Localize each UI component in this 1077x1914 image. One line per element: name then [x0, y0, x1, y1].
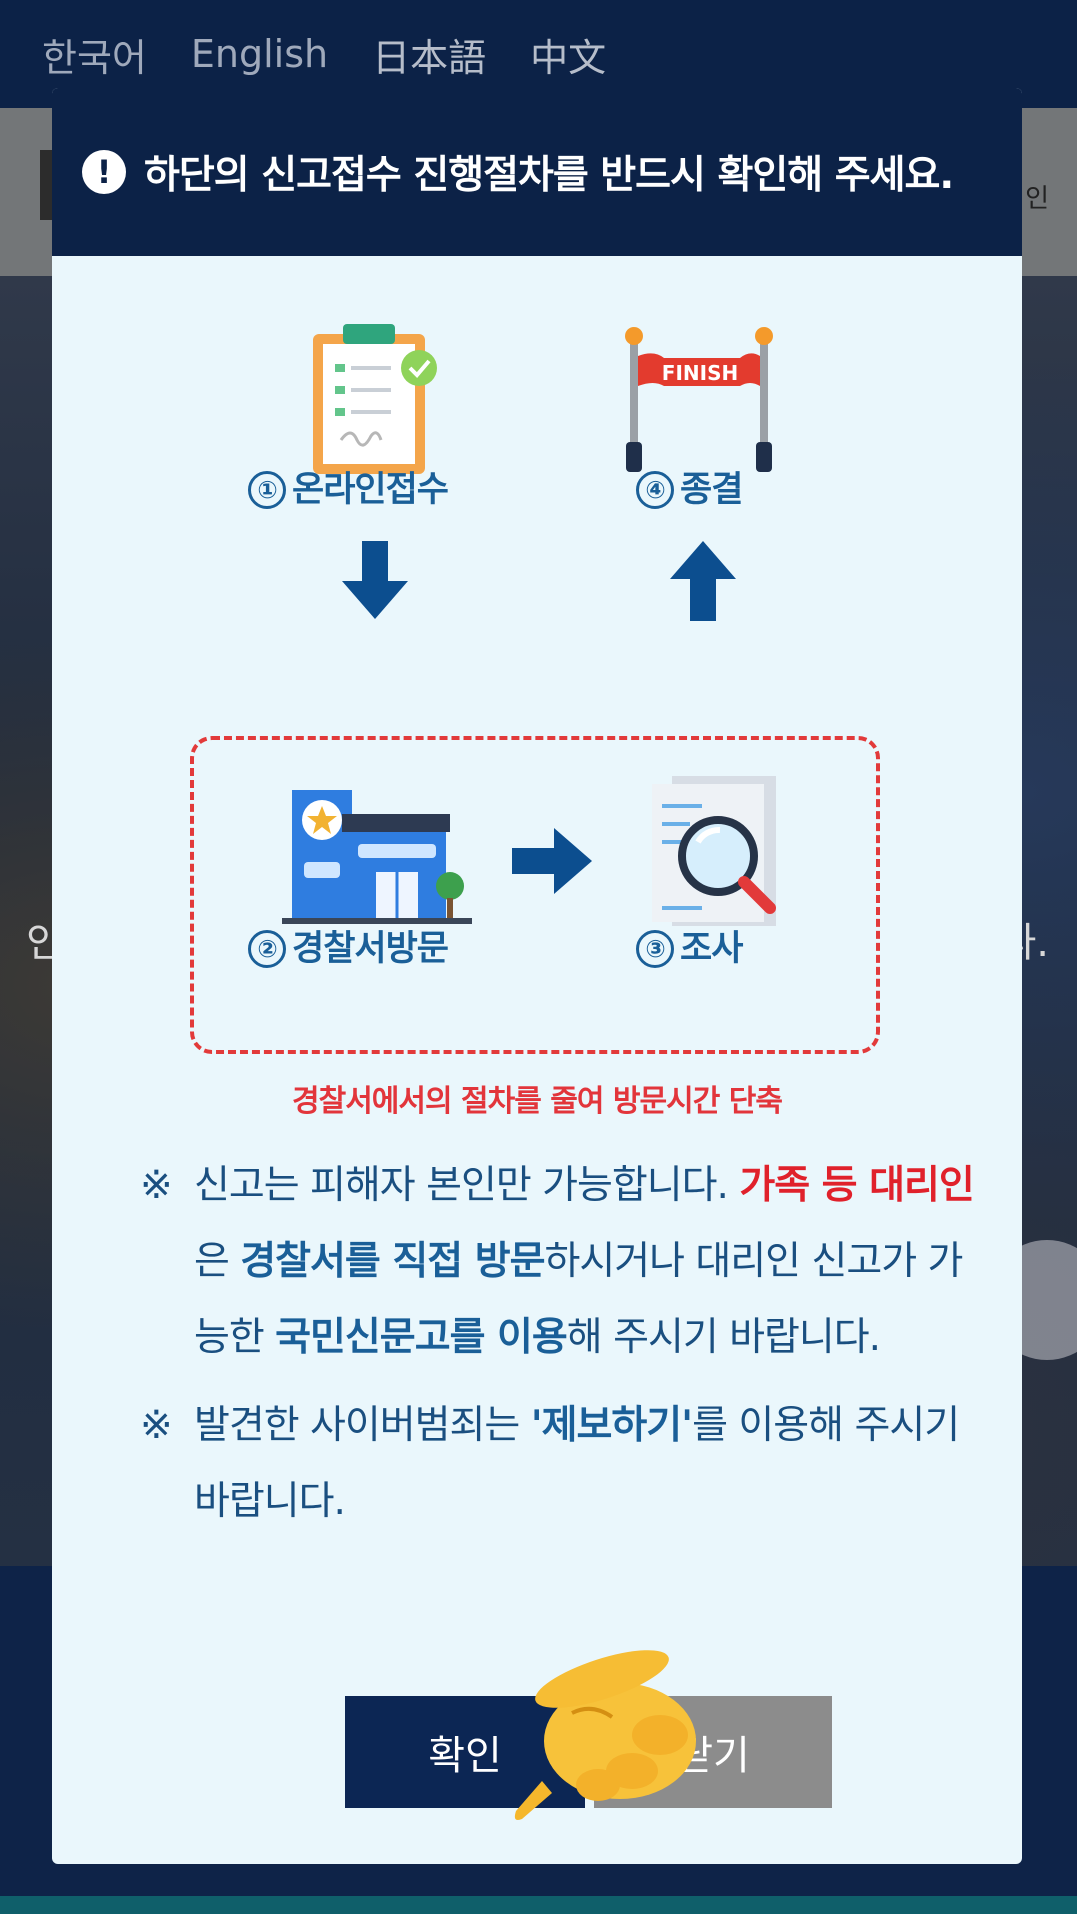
pointing-hand-icon	[514, 1650, 696, 1820]
page-bottom-strip	[0, 1896, 1077, 1914]
visit-investigation-group	[190, 736, 880, 1054]
modal-header: ! 하단의 신고접수 진행절차를 반드시 확인해 주세요.	[52, 88, 1022, 256]
police-station-icon	[282, 790, 472, 924]
finish-sign-text: FINISH	[662, 361, 738, 385]
procedure-note: 경찰서에서의 절차를 줄여 방문시간 단축	[292, 1084, 783, 1119]
lang-korean[interactable]: 한국어	[42, 35, 147, 80]
alert-icon: !	[82, 150, 126, 194]
arrow-up-icon	[670, 541, 736, 621]
lang-english[interactable]: English	[190, 32, 329, 76]
magnifier-document-icon	[652, 776, 776, 926]
notice-proxy-report: ※신고는 피해자 본인만 가능합니다. 가족 등 대리인은 경찰서를 직접 방문…	[140, 1163, 975, 1360]
modal-title: 하단의 신고접수 진행절차를 반드시 확인해 주세요.	[144, 153, 954, 198]
notice-tip-off: ※발견한 사이버범죄는 '제보하기'를 이용해 주시기 바랍니다.	[140, 1403, 960, 1524]
arrow-down-icon	[342, 541, 408, 619]
lang-chinese[interactable]: 中文	[530, 35, 607, 80]
arrow-right-icon	[512, 828, 592, 894]
lang-japanese[interactable]: 日本語	[372, 35, 487, 80]
finish-line-icon: FINISH	[625, 327, 773, 472]
header-text-fragment: 인	[1025, 184, 1049, 214]
clipboard-icon	[313, 324, 437, 474]
notice-list: ※신고는 피해자 본인만 가능합니다. 가족 등 대리인은 경찰서를 직접 방문…	[140, 1148, 980, 1540]
